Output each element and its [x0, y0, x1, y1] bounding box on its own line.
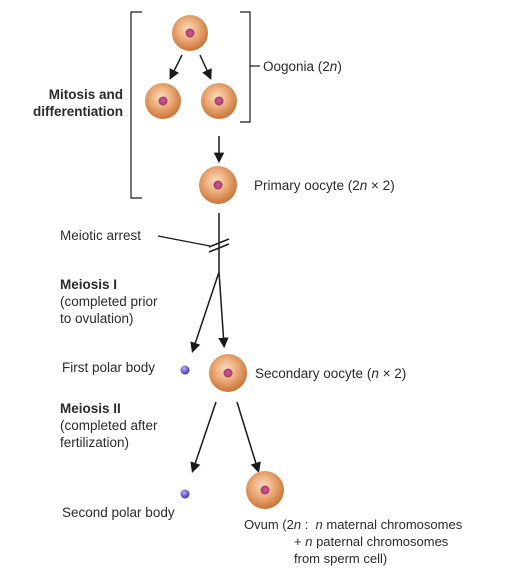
secondary-label-n: n — [371, 366, 379, 381]
oogonia-label-suffix: ) — [337, 59, 342, 74]
ovum-label: Ovum (2n : n maternal chromosomes + n pa… — [244, 516, 462, 567]
secondary-oocyte-cell — [209, 354, 247, 392]
ovum-n1: n — [294, 517, 301, 532]
secondary-oocyte-label: Secondary oocyte (n × 2) — [255, 365, 406, 382]
meiosis-1-line2: (completed prior — [60, 293, 158, 310]
primary-label-suffix: × 2) — [367, 178, 394, 193]
meiosis-2-line3: fertilization) — [60, 434, 158, 451]
ovum-mid2: maternal chromosomes — [323, 517, 462, 532]
meiotic-arrest-label: Meiotic arrest — [60, 227, 141, 244]
oogonia-label: Oogonia (2n) — [263, 58, 342, 75]
oogonium-cell-top — [172, 15, 208, 51]
ovum-label-line1: Ovum (2n : n maternal chromosomes — [244, 516, 462, 533]
arrow-to-secondary — [219, 272, 224, 345]
mitosis-label-line2: differentiation — [8, 103, 123, 120]
arrow-to-second-polar — [193, 402, 216, 470]
primary-oocyte-label: Primary oocyte (2n × 2) — [254, 177, 395, 194]
ovum-label-line2: + n paternal chromosomes — [244, 533, 462, 550]
ovum-label-line3: from sperm cell) — [244, 550, 462, 567]
mitosis-label: Mitosis and differentiation — [8, 86, 123, 120]
second-polar-body-label: Second polar body — [62, 504, 175, 521]
ovum-mid1: : — [301, 517, 315, 532]
ovum-n2: n — [316, 517, 323, 532]
ovum-cell — [246, 471, 284, 509]
meiosis-2-line2: (completed after — [60, 417, 158, 434]
primary-label-prefix: Primary oocyte (2 — [254, 178, 360, 193]
mitosis-label-line1: Mitosis and — [8, 86, 123, 103]
oogonium-cell-left — [145, 83, 181, 119]
oogonia-label-prefix: Oogonia (2 — [263, 59, 330, 74]
meiosis-2-label: Meiosis II (completed after fertilizatio… — [60, 400, 158, 451]
arrow-oogonia-right — [200, 55, 210, 77]
oogonium-cell-right — [201, 83, 237, 119]
arrow-to-ovum — [237, 402, 258, 470]
ovum-line2-prefix: + — [294, 534, 305, 549]
arrest-pointer — [158, 236, 210, 246]
first-polar-body-dot — [181, 366, 190, 375]
primary-oocyte-cell — [199, 166, 237, 204]
arrow-oogonia-left — [171, 55, 182, 77]
second-polar-body-dot — [181, 490, 190, 499]
mitosis-bracket — [131, 12, 142, 198]
oogonia-bracket — [240, 12, 250, 122]
meiosis-1-label: Meiosis I (completed prior to ovulation) — [60, 276, 158, 327]
meiosis-1-line3: to ovulation) — [60, 310, 158, 327]
first-polar-body-label: First polar body — [62, 359, 155, 376]
secondary-label-prefix: Secondary oocyte ( — [255, 366, 371, 381]
meiosis-1-title: Meiosis I — [60, 276, 158, 293]
meiosis-2-title: Meiosis II — [60, 400, 158, 417]
ovum-prefix: Ovum (2 — [244, 517, 294, 532]
secondary-label-suffix: × 2) — [379, 366, 406, 381]
ovum-line2-suffix: paternal chromosomes — [312, 534, 448, 549]
arrow-to-first-polar — [193, 272, 219, 350]
